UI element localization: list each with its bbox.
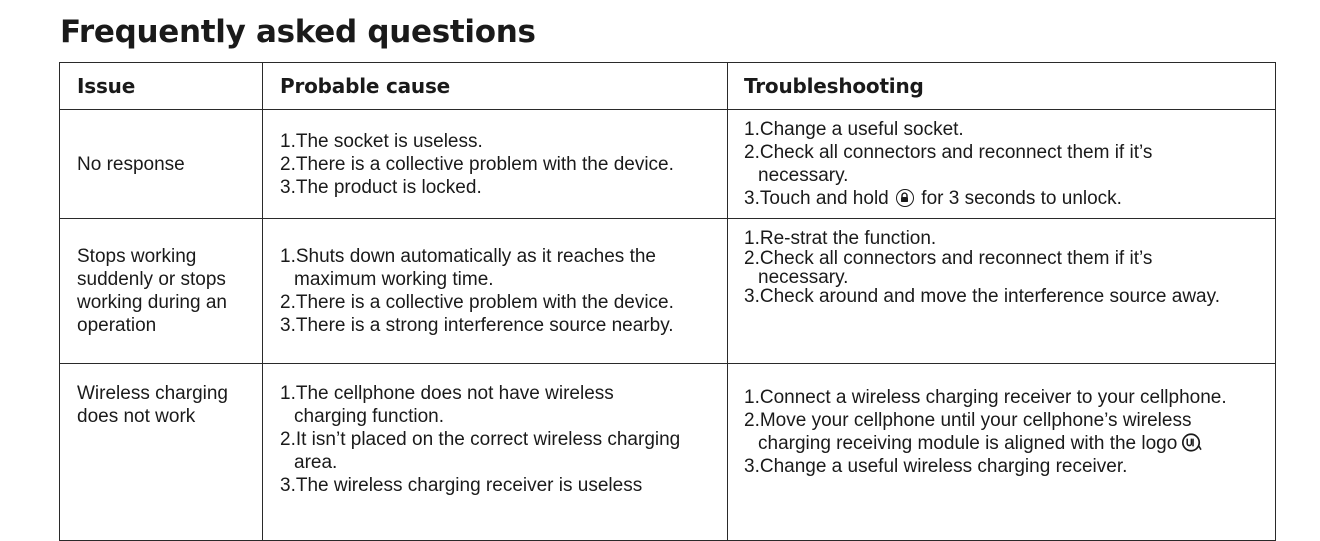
troubleshooting-line: 2.Check all connectors and reconnect the… [744,248,1153,269]
troubleshooting-line: 2.Move your cellphone until your cellpho… [744,410,1192,431]
page-title: Frequently asked questions [60,14,536,50]
cause-line: 2.There is a collective problem with the… [280,292,674,313]
issue-text: suddenly or stops [77,269,226,290]
lock-icon [896,189,915,207]
issue-cell: Stops working suddenly or stops working … [59,218,263,364]
troubleshooting-line: 3.Check around and move the interference… [744,286,1220,307]
cause-line: maximum working time. [294,269,494,290]
troubleshooting-line: 2.Check all connectors and reconnect the… [744,142,1153,163]
cause-line: 1.The cellphone does not have wireless [280,383,614,404]
troubleshooting-line-with-icon: 3.Touch and hold for 3 seconds to unlock… [744,187,1275,210]
cause-line: 3.The wireless charging receiver is usel… [280,475,643,496]
troubleshooting-line: 1.Connect a wireless charging receiver t… [744,387,1227,408]
issue-cell: Wireless charging does not work [59,363,263,541]
table-row: Stops working suddenly or stops working … [59,218,1276,364]
troubleshooting-text: 3.Touch and hold [744,188,889,209]
wireless-charging-logo-icon [1182,433,1203,452]
issue-text: working during an [77,292,227,313]
troubleshooting-line: 1.Change a useful socket. [744,119,964,140]
issue-text: Stops working [77,246,197,267]
table-row: Wireless charging does not work 1.The ce… [59,363,1276,541]
header-troubleshooting: Troubleshooting [727,62,1276,110]
issue-text: does not work [77,406,196,427]
cause-line: 2.It isn’t placed on the correct wireles… [280,429,681,450]
table-header-row: Issue Probable cause Troubleshooting [59,62,1276,110]
issue-text: Wireless charging [77,383,228,404]
cause-line: 2.There is a collective problem with the… [280,153,674,175]
cause-line: 1.The socket is useless. [280,130,483,152]
header-issue: Issue [59,62,263,110]
table-row: No response 1.The socket is useless. 2.T… [59,109,1276,219]
issue-text: operation [77,315,157,336]
troubleshooting-line: 1.Re-strat the function. [744,228,937,249]
troubleshooting-cell: 1.Re-strat the function. 2.Check all con… [727,218,1276,364]
troubleshooting-cell: 1.Connect a wireless charging receiver t… [727,363,1276,541]
cause-cell: 1.The cellphone does not have wireless c… [262,363,728,541]
cause-line: 3.There is a strong interference source … [280,315,674,336]
troubleshooting-line: necessary. [758,267,849,288]
faq-table: Issue Probable cause Troubleshooting No … [59,62,1276,541]
troubleshooting-line: 3.Change a useful wireless charging rece… [744,456,1128,477]
troubleshooting-text: charging receiving module is aligned wit… [758,433,1178,454]
cause-line: 3.The product is locked. [280,176,482,198]
cause-cell: 1.The socket is useless. 2.There is a co… [262,109,728,219]
troubleshooting-line-with-icon: charging receiving module is aligned wit… [744,432,1275,455]
cause-line: charging function. [294,406,444,427]
cause-line: 1.Shuts down automatically as it reaches… [280,246,656,267]
troubleshooting-cell: 1.Change a useful socket. 2.Check all co… [727,109,1276,219]
troubleshooting-text: for 3 seconds to unlock. [921,188,1122,209]
cause-line: area. [294,452,338,473]
cause-cell: 1.Shuts down automatically as it reaches… [262,218,728,364]
troubleshooting-line: necessary. [758,165,849,186]
issue-text: No response [77,153,185,175]
header-probable-cause: Probable cause [262,62,728,110]
issue-cell: No response [59,109,263,219]
